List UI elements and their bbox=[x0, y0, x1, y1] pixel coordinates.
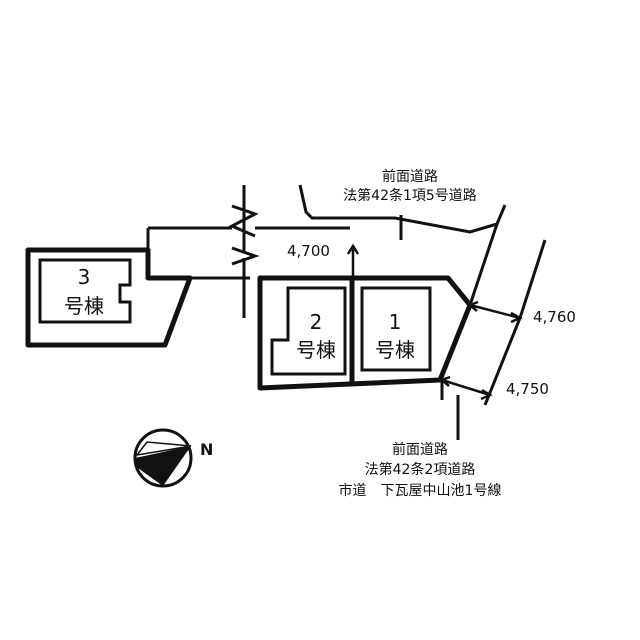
dim-arrow-4700-top bbox=[346, 243, 360, 255]
south-road-line2: 法第42条2項道路 bbox=[365, 461, 476, 478]
north-road-line2: 法第42条1項5号道路 bbox=[343, 187, 477, 204]
dim-arrow-4760-right bbox=[510, 311, 523, 324]
break-mark bbox=[228, 204, 259, 238]
dimension-4750: 4,750 bbox=[506, 380, 549, 398]
dimension-4700: 4,700 bbox=[287, 242, 330, 260]
dimension-lines bbox=[346, 243, 523, 401]
lot-main bbox=[257, 275, 473, 391]
building-1-footprint bbox=[360, 286, 432, 372]
building-3-suffix: 号棟 bbox=[64, 294, 104, 318]
compass-icon bbox=[133, 428, 193, 488]
dim-arrow-4750-right bbox=[480, 388, 493, 401]
building-2-footprint bbox=[270, 286, 347, 376]
building-2-number: 2 bbox=[310, 310, 323, 334]
dimension-4760: 4,760 bbox=[533, 308, 576, 326]
building-footprints bbox=[38, 258, 432, 376]
left-road-edge bbox=[146, 228, 250, 280]
building-3-number: 3 bbox=[78, 265, 91, 289]
building-3-footprint bbox=[38, 258, 132, 324]
break-mark-lower bbox=[231, 246, 260, 266]
building-1-suffix: 号棟 bbox=[375, 338, 415, 362]
dim-line-4750 bbox=[441, 378, 491, 397]
south-road-line1: 前面道路 bbox=[392, 441, 448, 458]
property-outlines bbox=[25, 247, 473, 391]
dim-line-4760 bbox=[469, 303, 521, 320]
south-road-line3: 市道 下瓦屋中山池1号線 bbox=[339, 482, 502, 499]
building-1-number: 1 bbox=[389, 310, 402, 334]
east-road-edge-lower bbox=[483, 317, 522, 406]
compass-north-label: N bbox=[200, 440, 213, 459]
east-road-edge bbox=[468, 223, 499, 306]
north-road-line1: 前面道路 bbox=[382, 168, 438, 185]
lot-building-3 bbox=[25, 247, 193, 348]
east-road-edge-outer bbox=[518, 239, 547, 319]
building-2-suffix: 号棟 bbox=[296, 338, 336, 362]
